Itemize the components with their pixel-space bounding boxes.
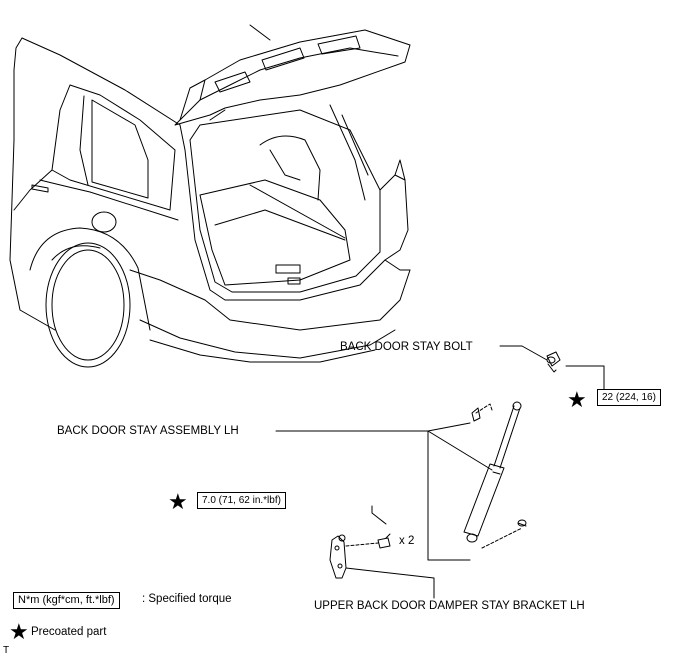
stay-bolt-precoated-star-icon: ★ [567,387,587,412]
back-door-stay-assembly-label: BACK DOOR STAY ASSEMBLY LH [57,425,239,437]
legend-star-icon: ★ [9,619,29,644]
upper-bracket-part [329,533,391,579]
legend-torque-box: N*m (kgf*cm, ft.*lbf) [13,592,120,609]
legend-torque-description: : Specified torque [142,593,232,605]
back-door-stay-assembly-part [463,401,527,543]
back-door-stay-bolt-label: BACK DOOR STAY BOLT [340,341,473,353]
quantity-label: x 2 [399,535,415,547]
back-door-stay-bolt-part [546,351,561,373]
vehicle-illustration [9,24,411,368]
upper-bracket-label: UPPER BACK DOOR DAMPER STAY BRACKET LH [314,600,585,612]
stay-bolt-torque-box: 22 (224, 16) [597,389,661,406]
bracket-bolt-torque-box: 7.0 (71, 62 in.*lbf) [197,492,286,509]
corner-mark: T [3,645,10,656]
bracket-bolt-precoated-star-icon: ★ [168,489,188,514]
leader-lines [275,345,605,599]
legend-precoated-label: Precoated part [31,626,107,638]
